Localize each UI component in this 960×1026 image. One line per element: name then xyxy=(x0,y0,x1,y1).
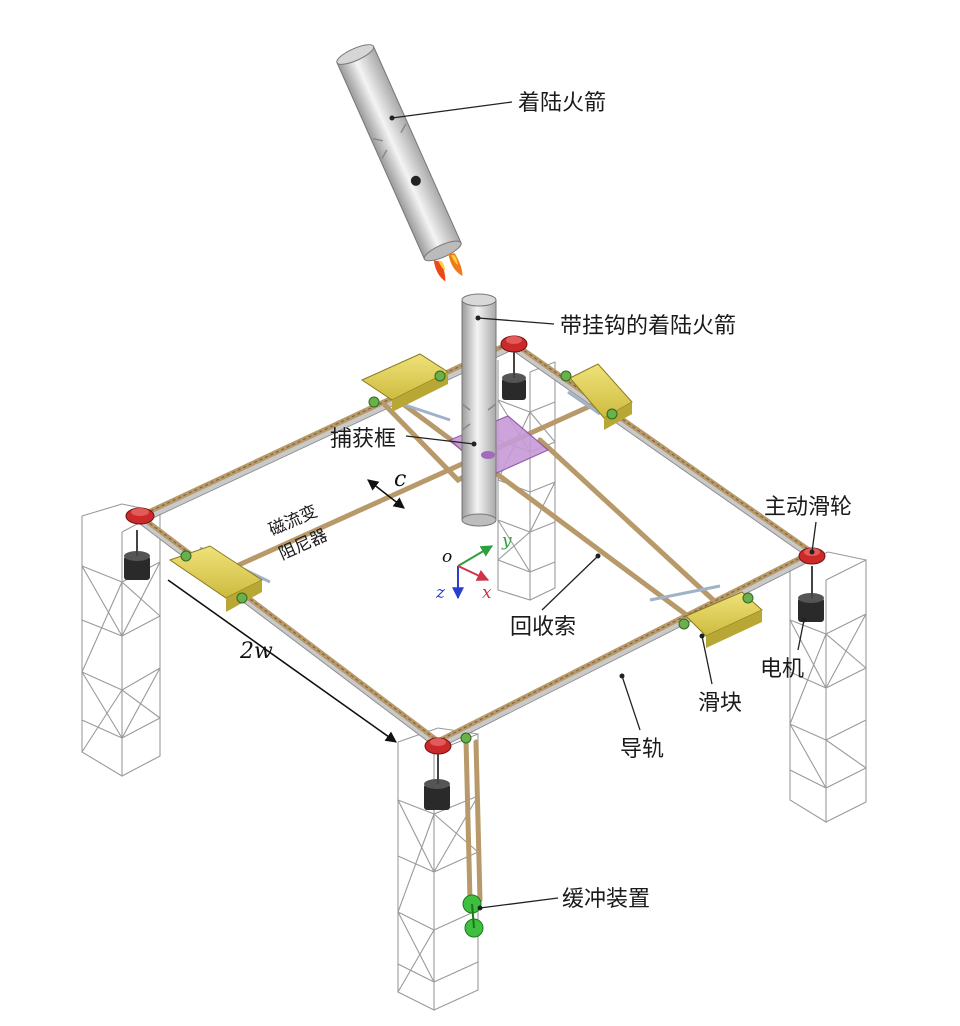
axis-o-label: o xyxy=(442,547,452,567)
leader-lines xyxy=(389,101,817,911)
slider-back-left xyxy=(360,353,450,412)
pulley-front xyxy=(424,737,452,755)
motor-left xyxy=(124,530,150,580)
label-driving-pulley: 主动滑轮 xyxy=(764,495,852,520)
buffer-device xyxy=(462,894,484,938)
label-motor: 电机 xyxy=(760,657,804,682)
label-buffer-device: 缓冲装置 xyxy=(562,887,650,912)
label-capture-frame: 捕获框 xyxy=(330,427,396,452)
pulley-right xyxy=(798,547,826,565)
motor-right xyxy=(798,566,824,622)
joint-markers xyxy=(180,370,754,744)
landing-rocket xyxy=(336,44,463,282)
tower-left xyxy=(81,503,161,777)
label-recovery-cable: 回收索 xyxy=(510,615,576,640)
tower-right xyxy=(789,551,867,823)
dim-2w-label: 2w xyxy=(239,639,273,664)
label-guide-rail: 导轨 xyxy=(620,737,664,762)
pulley-back xyxy=(500,335,528,353)
tower-front xyxy=(397,727,479,1011)
motor-front xyxy=(424,754,450,810)
slider-front-right xyxy=(685,591,763,648)
dimension-2w: 2w xyxy=(167,579,397,743)
coordinate-axes: o y z x xyxy=(435,531,512,603)
axis-z-label: z xyxy=(435,583,446,603)
pulley-left xyxy=(125,507,155,525)
label-hooked-rocket: 带挂钩的着陆火箭 xyxy=(560,314,736,339)
label-slider: 滑块 xyxy=(698,691,742,716)
axis-y-label: y xyxy=(501,531,512,551)
motor-back xyxy=(502,352,526,400)
hooked-rocket xyxy=(461,293,497,527)
dim-c-label: c xyxy=(394,467,406,492)
dimension-c: c xyxy=(367,467,406,509)
slider-back-right xyxy=(569,363,633,430)
mr-damper-bars xyxy=(199,390,721,602)
axis-x-label: x xyxy=(482,583,492,603)
label-landing-rocket: 着陆火箭 xyxy=(518,91,606,116)
